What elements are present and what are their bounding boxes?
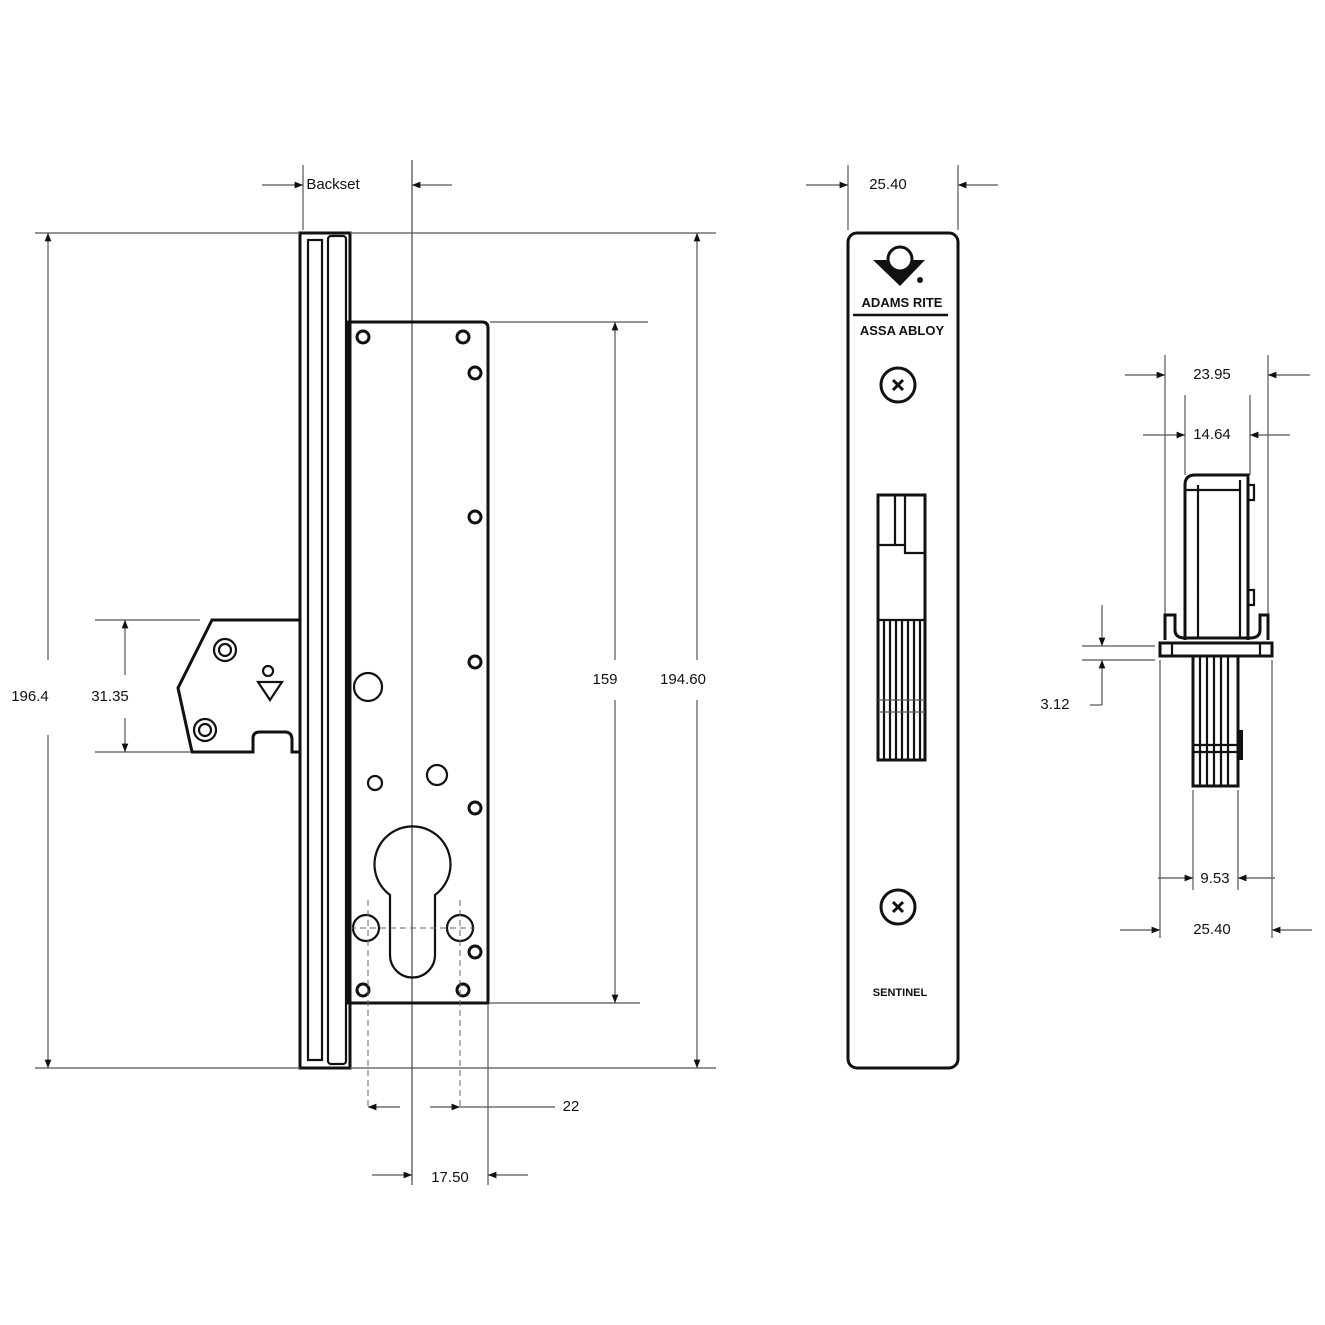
screw-icon <box>879 366 917 404</box>
side-view: 23.95 14.64 3.12 9.53 25.40 <box>1040 355 1312 938</box>
strike-tab <box>176 618 300 754</box>
cylinder-cutout <box>373 825 452 979</box>
screw-icon <box>879 888 917 926</box>
faceplate-view: 25.40 ADAMS RITE ASSA ABLOY SENTINEL <box>806 165 998 1070</box>
case-holes <box>351 329 483 998</box>
dim-case-height: 159 <box>592 671 617 688</box>
model-sentinel: SENTINEL <box>873 987 928 999</box>
lock-body-side <box>1158 473 1274 788</box>
dim-outer-width: 23.95 <box>1193 366 1231 383</box>
dim-plate-thickness: 3.12 <box>1040 696 1069 713</box>
dim-base-width: 25.40 <box>1193 921 1231 938</box>
dim-backset-value: 17.50 <box>431 1169 469 1186</box>
dim-overall-height: 196.4 <box>11 688 49 705</box>
dim-bolt-width: 9.53 <box>1200 870 1229 887</box>
faceplate-edge <box>298 231 352 1070</box>
front-view: Backset 196.4 31.35 159 194.60 22 17.50 <box>11 160 716 1186</box>
tab-logo-icon <box>255 664 285 702</box>
dim-hole-spacing: 22 <box>563 1098 580 1115</box>
deadbolt <box>876 493 927 762</box>
dim-faceplate-width: 25.40 <box>869 176 907 193</box>
lock-case <box>346 320 490 1005</box>
dim-inner-width: 14.64 <box>1193 426 1231 443</box>
brand-assa-abloy: ASSA ABLOY <box>860 323 945 338</box>
backset-label: Backset <box>306 176 360 193</box>
brand-logo-icon <box>873 245 925 286</box>
dim-tab-height: 31.35 <box>91 688 129 705</box>
dim-faceplate-height: 194.60 <box>660 671 706 688</box>
brand-adams-rite: ADAMS RITE <box>862 295 943 310</box>
faceplate <box>846 231 960 1070</box>
